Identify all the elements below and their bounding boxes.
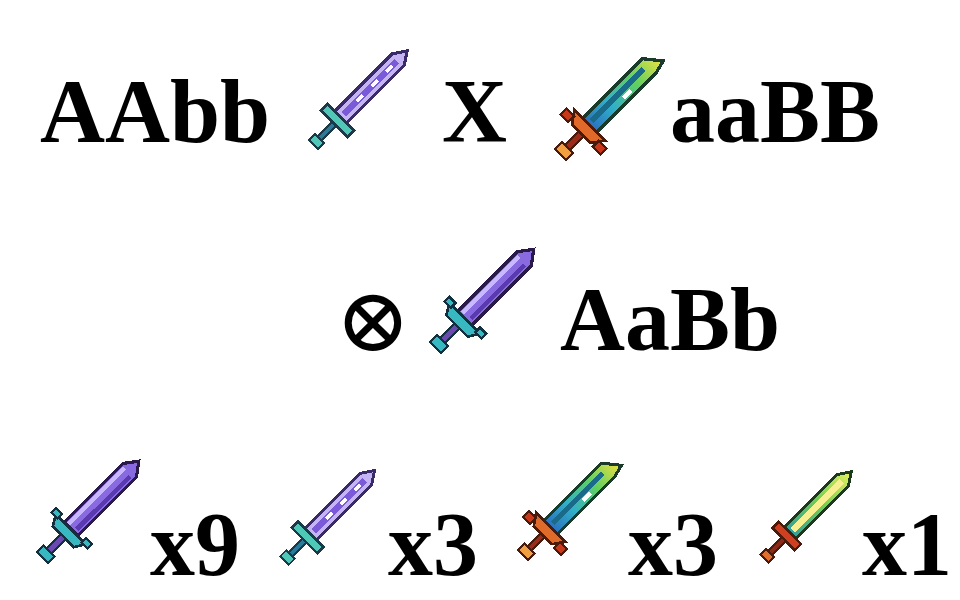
self-cross-symbol: ⊗: [335, 275, 410, 365]
sword-icon: [753, 461, 862, 570]
genotype-label: aaBB: [670, 67, 880, 157]
cross-symbol: X: [442, 67, 507, 157]
count-label: x9: [150, 500, 240, 590]
sword-icon: [272, 458, 387, 573]
genotype-label: AAbb: [40, 67, 270, 157]
genotype-label: AaBb: [560, 275, 780, 365]
count-label: x3: [628, 500, 718, 590]
sword-icon: [504, 442, 637, 575]
sword-icon: [300, 38, 420, 158]
count-label: x3: [388, 500, 478, 590]
count-label: x1: [862, 500, 952, 590]
sword-icon: [417, 231, 552, 366]
sword-icon: [541, 36, 679, 174]
sword-icon: [24, 443, 157, 576]
